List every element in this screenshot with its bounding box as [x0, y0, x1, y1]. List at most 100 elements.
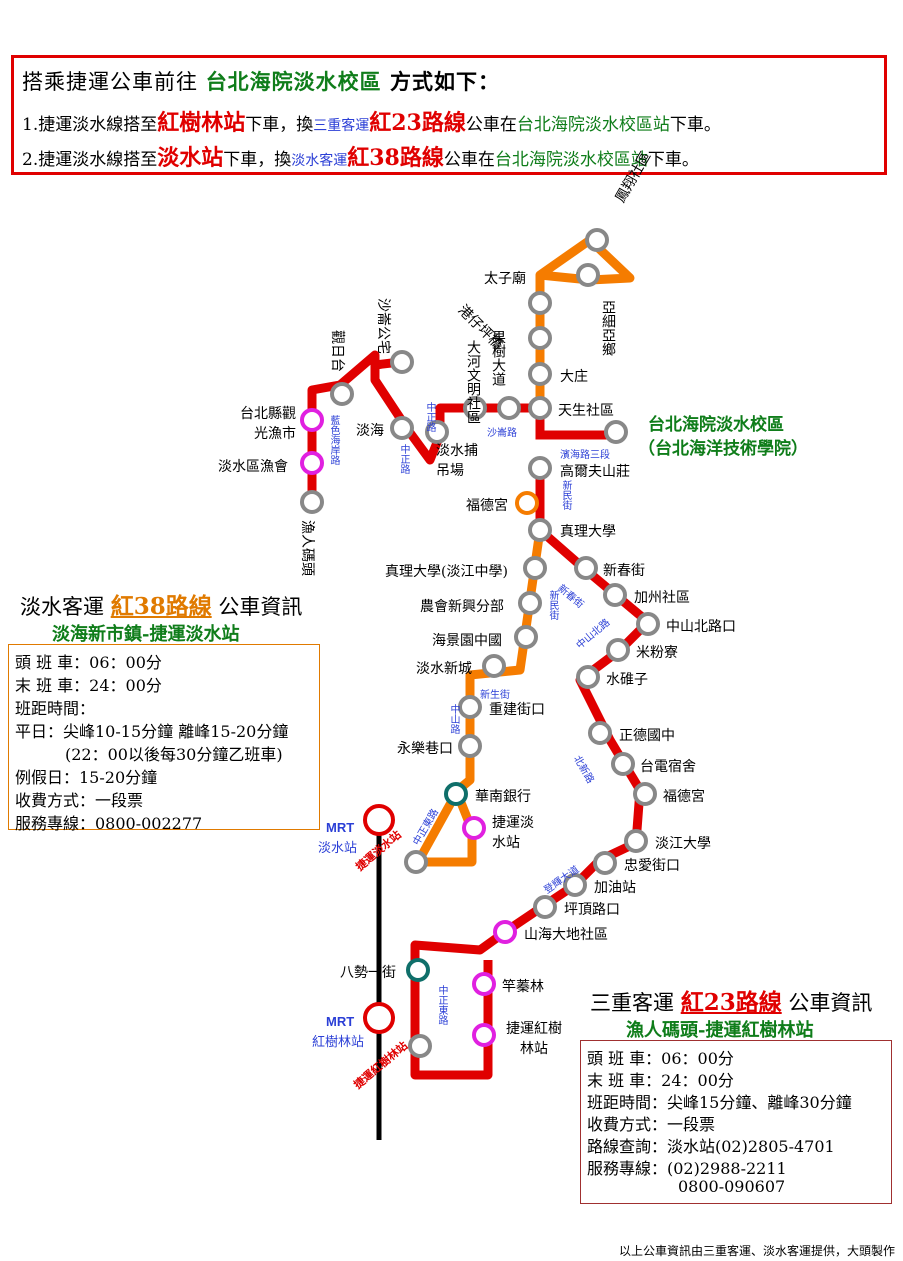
- title-pre: 搭乘捷運公車前往: [22, 70, 206, 94]
- r38-op: 淡水客運: [20, 595, 111, 619]
- campus-name: 台北海院淡水校區: [648, 415, 784, 435]
- r38-title: 淡水客運 紅38路線 公車資訊: [20, 587, 302, 621]
- l1-b: 下車，換: [245, 115, 314, 135]
- stop-jiayou: [563, 873, 587, 897]
- label-bashi: 八勢一街: [340, 965, 396, 981]
- stop-yuren: [300, 490, 324, 514]
- instructions-title: 搭乘捷運公車前往 台北海院淡水校區 方式如下：: [22, 66, 500, 96]
- label-nonghui: 農會新興分部: [420, 599, 504, 615]
- r23-row: 班距時間：尖峰15分鐘、離峰30分鐘: [587, 1093, 852, 1112]
- stop-zhenli-tk: [523, 556, 547, 580]
- r38-row: 收費方式：一段票: [15, 791, 144, 810]
- l2-d: 下車。: [647, 150, 699, 170]
- label-haijing: 海景園中國: [432, 633, 502, 649]
- stop-chongjian: [458, 695, 482, 719]
- l2-dest: 台北海院淡水校區站: [494, 150, 648, 170]
- r23-row: 0800-090607: [678, 1177, 786, 1196]
- l2-a: 2.捷運淡水線搭至: [22, 150, 158, 170]
- stop-tiansheng: [528, 396, 552, 420]
- stop-sutong: [390, 350, 414, 374]
- label-guoshu: 果樹大道: [490, 330, 506, 386]
- road-xinsheng: 新生街: [480, 690, 510, 701]
- l2-c: 公車在: [443, 150, 495, 170]
- stop-taizi: [528, 291, 552, 315]
- label-fude1: 福德宮: [466, 498, 508, 514]
- mrt-ds-b: 淡水站: [318, 841, 358, 856]
- stop-guanri: [330, 382, 354, 406]
- label-gaoerfu: 高爾夫山莊: [560, 464, 630, 480]
- label-jiayou: 加油站: [594, 880, 636, 896]
- road-zhongzhengdong2: 中正東路: [436, 985, 447, 1025]
- r23-op: 三重客運: [590, 991, 681, 1015]
- road-zhongshan: 中山路: [448, 704, 459, 734]
- road-hailu: 濱海路三段: [560, 450, 610, 461]
- l2-b: 下車，換: [223, 150, 292, 170]
- l1-a: 1.捷運淡水線搭至: [22, 115, 158, 135]
- l1-c: 公車在: [465, 115, 517, 135]
- mrt-hsl-t: MRT: [326, 1014, 355, 1029]
- instruction-line-1: 1.捷運淡水線搭至紅樹林站下車，換三重客運紅23路線公車在台北海院淡水校區站下車…: [22, 105, 721, 137]
- stop-fude2: [633, 782, 657, 806]
- r38-route: 紅38路線: [110, 593, 212, 620]
- stop-haijing: [514, 625, 538, 649]
- label-zhenli: 真理大學: [560, 524, 616, 540]
- instruction-line-2: 2.捷運淡水線搭至淡水站下車，換淡水客運紅38路線公車在台北海院淡水校區站下車。: [22, 140, 699, 172]
- stop-jiazhou: [603, 583, 627, 607]
- r38-row: 頭 班 車：06：00分: [15, 653, 162, 672]
- label-jieyun-ds: 捷運淡水站: [492, 815, 534, 851]
- footer-credit: 以上公車資訊由三重客運、淡水客運提供，大頭製作: [618, 1244, 895, 1258]
- label-jiazhou: 加州社區: [634, 590, 690, 606]
- stop-gaoerfu: [528, 456, 552, 480]
- r23-route: 紅23路線: [680, 989, 782, 1016]
- stop-dahe2: [463, 396, 487, 420]
- mrt-ds-t: MRT: [326, 820, 355, 835]
- label-mifen: 米粉寮: [636, 645, 678, 661]
- label-diao: 淡水捕吊場: [436, 443, 478, 479]
- stop-huanan: [444, 782, 468, 806]
- stop-danjiang: [624, 829, 648, 853]
- stop-campus: [604, 420, 628, 444]
- l1-op: 三重客運: [313, 118, 370, 134]
- road-zhongzheng2: 中正路: [424, 402, 435, 432]
- r23-row: 收費方式：一段票: [587, 1115, 716, 1134]
- label-sutong: 沙崙公宅: [375, 298, 391, 354]
- l1-dest: 台北海院淡水校區站: [516, 115, 670, 135]
- mrt-hongshulin-marker: [363, 1002, 395, 1034]
- label-zhengde: 正德國中: [619, 728, 675, 744]
- stop-zhongai: [593, 851, 617, 875]
- stop-yongle: [458, 734, 482, 758]
- r38-row: 平日：尖峰10-15分鐘 離峰15-20分鐘: [15, 722, 289, 741]
- r23-row: 末 班 車：24：00分: [587, 1071, 734, 1090]
- l2-stop: 淡水站: [157, 145, 224, 171]
- r38-row: 服務專線：0800-002277: [15, 814, 203, 833]
- l1-d: 下車。: [669, 115, 721, 135]
- label-yongle: 永樂巷口: [397, 741, 453, 757]
- stop-mifen: [606, 638, 630, 662]
- r38-row: 例假日：15-20分鐘: [15, 768, 158, 787]
- stop-nonghui: [518, 591, 542, 615]
- r23-row: 服務專線：(02)2988-2211: [587, 1159, 787, 1178]
- label-yili: 亞細亞鄉: [600, 300, 616, 356]
- label-fude2: 福德宮: [663, 789, 705, 805]
- l1-stop: 紅樹林站: [157, 110, 246, 136]
- label-danjiang: 淡江大學: [655, 836, 711, 852]
- r23-title: 三重客運 紅23路線 公車資訊: [590, 983, 872, 1017]
- stop-zhongshanbei: [636, 612, 660, 636]
- label-pingding: 坪頂路口: [564, 902, 620, 918]
- stop-pingding: [533, 895, 557, 919]
- r23-sub: 漁人碼頭-捷運紅樹林站: [626, 1020, 814, 1041]
- r38-row: 末 班 車：24：00分: [15, 676, 162, 695]
- label-danhai: 淡海: [356, 423, 384, 439]
- l2-route: 紅38路線: [347, 145, 444, 171]
- label-taidian: 台電宿舍: [640, 759, 696, 775]
- label-shanhai: 山海大地社區: [524, 927, 608, 943]
- r38-info-box: 頭 班 車：06：00分 末 班 車：24：00分 班距時間： 平日：尖峰10-…: [8, 644, 320, 833]
- label-dahe: 大河文明社區: [465, 340, 481, 424]
- stop-zhengde: [588, 721, 612, 745]
- l2-op: 淡水客運: [291, 153, 348, 169]
- road-xinmin: 新民街: [560, 480, 571, 510]
- label-ganzhen: 竿蓁林: [502, 979, 544, 995]
- label-yuhui: 淡水區漁會: [218, 459, 288, 475]
- stop-fude1: [515, 491, 539, 515]
- r23-info-box: 頭 班 車：06：00分 末 班 車：24：00分 班距時間：尖峰15分鐘、離峰…: [580, 1040, 892, 1204]
